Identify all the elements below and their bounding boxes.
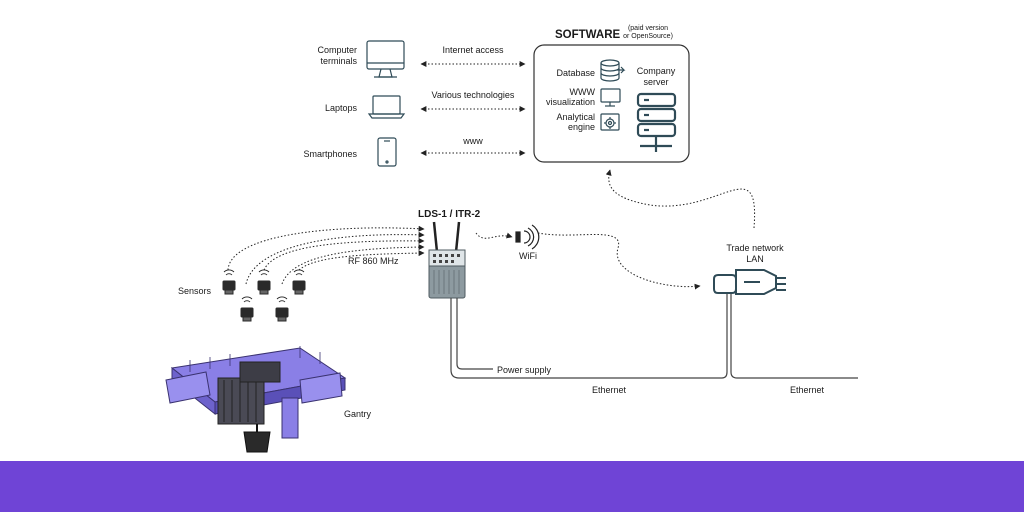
sensor-3	[292, 280, 306, 295]
ethernet-right-label: Ethernet	[790, 385, 825, 395]
sensors-label: Sensors	[178, 286, 212, 296]
company-label-line1: Company	[636, 66, 676, 76]
trade-label-line2: LAN	[746, 254, 764, 264]
sensor-2	[257, 280, 271, 295]
www-label-line1: WWW	[569, 87, 595, 97]
cables	[450, 292, 858, 379]
gateway-device	[428, 221, 466, 299]
analytical-label-line2: engine	[567, 122, 595, 132]
software-note-line1: (paid version	[627, 25, 669, 32]
server-rack-icon	[636, 92, 677, 152]
wifi-icon	[515, 224, 540, 250]
software-note-line2: or OpenSource)	[623, 33, 673, 40]
ethernet-left-label: Ethernet	[592, 385, 627, 395]
smartphones-label: Smartphones	[303, 149, 357, 159]
sensor-wave-icons	[223, 269, 305, 303]
desktop-computer-icon	[366, 40, 405, 78]
lan-plug-icon	[713, 269, 786, 295]
gantry-crane-illustration	[165, 346, 347, 453]
sensor-4	[240, 307, 254, 322]
company-label-line2: server	[643, 77, 669, 87]
gateway-title: LDS-1 / ITR-2	[418, 209, 481, 220]
www-link-label: www	[463, 136, 483, 146]
analytical-engine-label: Analytical engine	[540, 112, 595, 132]
smartphone-icon	[377, 137, 397, 167]
gateway-wifi-link	[475, 232, 513, 239]
laptop-icon	[367, 95, 406, 119]
internet-access-label: Internet access	[442, 45, 504, 55]
gear-icon	[600, 113, 620, 131]
various-technologies-label: Various technologies	[431, 90, 515, 100]
power-supply-label: Power supply	[497, 365, 552, 375]
gantry-label: Gantry	[344, 409, 372, 419]
company-server-label: Company server	[626, 66, 686, 88]
software-note: (paid version or OpenSource)	[618, 25, 678, 41]
laptops-label: Laptops	[324, 103, 357, 113]
sensor-icons	[222, 280, 306, 322]
www-visualization-label: WWW visualization	[540, 87, 595, 107]
analytical-label-line1: Analytical	[556, 112, 595, 122]
software-box	[533, 44, 690, 163]
computer-label-line1: Computer	[317, 45, 357, 55]
www-label-line2: visualization	[545, 97, 595, 107]
footer-accent-band	[0, 461, 1024, 512]
wifi-label: WiFi	[519, 251, 537, 261]
rf-label: RF 860 MHz	[348, 256, 399, 266]
wifi-to-lan-link	[537, 232, 701, 290]
computer-label-line2: terminals	[320, 56, 357, 66]
sensor-1	[222, 280, 236, 295]
sensor-5	[275, 307, 289, 322]
rf-links	[227, 225, 425, 285]
trade-label-line1: Trade network	[726, 243, 784, 253]
database-icon	[600, 59, 626, 82]
software-title: SOFTWARE	[555, 29, 621, 41]
computer-terminals-label: Computer terminals	[282, 45, 357, 67]
lan-to-software-link	[605, 169, 756, 229]
monitor-icon	[600, 88, 621, 107]
trade-network-label: Trade network LAN	[715, 243, 795, 265]
database-label: Database	[556, 68, 595, 78]
